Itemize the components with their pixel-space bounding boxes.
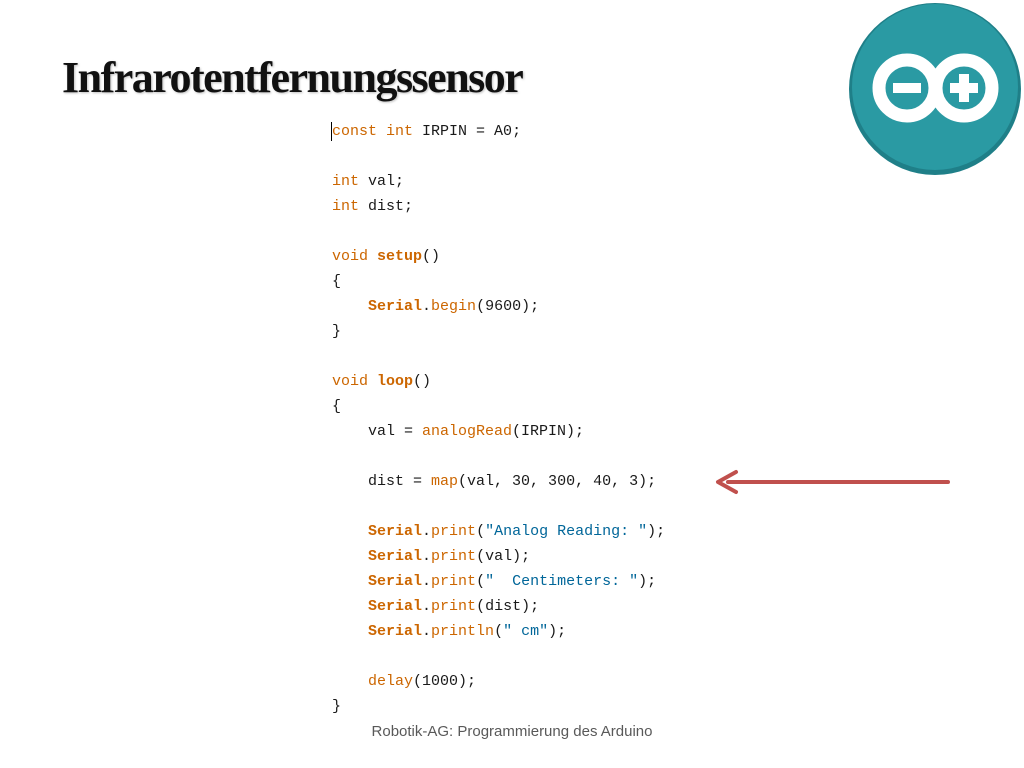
code-token: (	[494, 623, 504, 640]
code-token	[368, 373, 377, 390]
code-line: dist = map(val, 30, 300, 40, 3);	[332, 469, 665, 494]
code-block: const int IRPIN = A0;int val;int dist;vo…	[331, 119, 665, 719]
code-line: Serial.print(val);	[332, 544, 665, 569]
code-token: ()	[413, 373, 432, 390]
code-token: }	[332, 698, 342, 715]
code-token	[332, 598, 368, 615]
code-token: );	[647, 523, 666, 540]
code-token: );	[638, 573, 657, 590]
code-token: .	[422, 298, 432, 315]
code-token: "Analog Reading: "	[485, 523, 648, 540]
code-token: int	[332, 198, 360, 215]
arrow-left-icon	[716, 470, 950, 494]
code-token: " cm"	[503, 623, 549, 640]
code-token: int	[386, 123, 414, 140]
code-line	[332, 219, 665, 244]
code-token	[377, 123, 386, 140]
code-token: (1000);	[413, 673, 477, 690]
code-token: }	[332, 323, 342, 340]
code-token: val;	[359, 173, 405, 190]
code-line	[332, 144, 665, 169]
code-token: );	[548, 623, 567, 640]
code-line: delay(1000);	[332, 669, 665, 694]
code-token	[332, 298, 368, 315]
code-line: Serial.print(dist);	[332, 594, 665, 619]
code-token: println	[431, 623, 495, 640]
code-token: Serial	[368, 623, 423, 640]
code-token: (dist);	[476, 598, 540, 615]
slide-title: Infrarotentfernungssensor	[62, 53, 524, 102]
arduino-logo-icon	[849, 3, 1021, 175]
code-token: loop	[377, 373, 414, 390]
code-line: int dist;	[332, 194, 665, 219]
code-line: Serial.begin(9600);	[332, 294, 665, 319]
code-token: .	[422, 548, 432, 565]
code-line: int val;	[332, 169, 665, 194]
code-token: Serial	[368, 523, 423, 540]
code-line: Serial.print("Analog Reading: ");	[332, 519, 665, 544]
code-token: (IRPIN);	[512, 423, 585, 440]
code-line: Serial.println(" cm");	[332, 619, 665, 644]
code-token: (9600);	[476, 298, 540, 315]
code-token	[332, 623, 368, 640]
code-line: }	[332, 319, 665, 344]
code-token: (	[476, 573, 486, 590]
code-token: Serial	[368, 573, 423, 590]
code-line: }	[332, 694, 665, 719]
code-token	[332, 573, 368, 590]
code-line	[332, 644, 665, 669]
code-token: void	[332, 373, 369, 390]
code-token: Serial	[368, 548, 423, 565]
code-line	[332, 344, 665, 369]
code-line: void loop()	[332, 369, 665, 394]
code-token: dist =	[332, 473, 432, 490]
code-token: int	[332, 173, 360, 190]
code-token: print	[431, 598, 477, 615]
code-token: .	[422, 623, 432, 640]
code-token	[368, 248, 377, 265]
code-token: val =	[332, 423, 423, 440]
code-token: (val);	[476, 548, 531, 565]
code-line: val = analogRead(IRPIN);	[332, 419, 665, 444]
code-line: Serial.print(" Centimeters: ");	[332, 569, 665, 594]
code-line: void setup()	[332, 244, 665, 269]
code-token: (val, 30, 300, 40, 3);	[458, 473, 657, 490]
code-token: print	[431, 523, 477, 540]
code-line: const int IRPIN = A0;	[331, 119, 665, 144]
code-token: Serial	[368, 298, 423, 315]
code-token: print	[431, 548, 477, 565]
code-token: analogRead	[422, 423, 513, 440]
code-line: {	[332, 269, 665, 294]
code-token: IRPIN = A0;	[413, 123, 522, 140]
code-token: print	[431, 573, 477, 590]
code-token: Serial	[368, 598, 423, 615]
code-token: dist;	[359, 198, 414, 215]
code-token: .	[422, 523, 432, 540]
code-token: map	[431, 473, 459, 490]
code-token: setup	[377, 248, 423, 265]
code-token: void	[332, 248, 369, 265]
code-line: {	[332, 394, 665, 419]
code-token: ()	[422, 248, 441, 265]
code-token: (	[476, 523, 486, 540]
code-token: .	[422, 598, 432, 615]
code-token: begin	[431, 298, 477, 315]
code-token	[332, 673, 368, 690]
code-token: .	[422, 573, 432, 590]
code-token: {	[332, 273, 342, 290]
code-token: " Centimeters: "	[485, 573, 639, 590]
code-token: const	[332, 123, 378, 140]
code-line	[332, 444, 665, 469]
slide-footer: Robotik-AG: Programmierung des Arduino	[371, 723, 653, 740]
code-token	[332, 548, 368, 565]
code-token: {	[332, 398, 342, 415]
text-cursor	[331, 122, 332, 141]
code-token	[332, 523, 368, 540]
code-line	[332, 494, 665, 519]
code-token: delay	[368, 673, 414, 690]
